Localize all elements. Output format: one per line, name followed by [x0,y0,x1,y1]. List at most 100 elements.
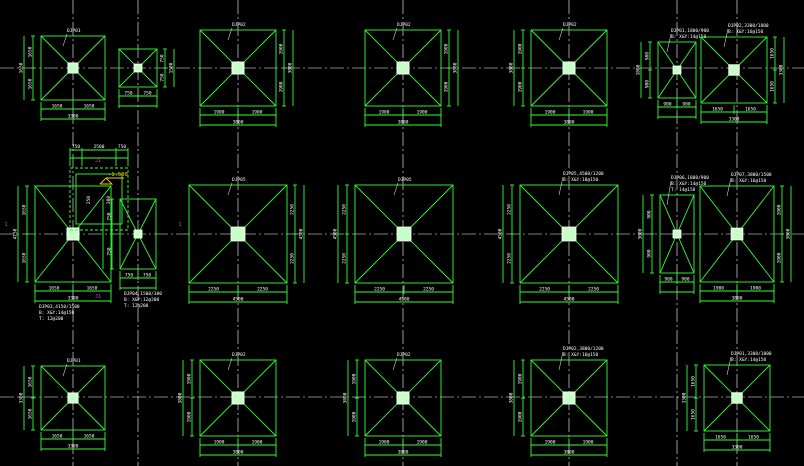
footing-outline [700,36,768,104]
leader-line [227,357,233,371]
dimension-text: 3800 [233,120,244,126]
section-mark: J1 [95,158,101,164]
dimension-text: 900 [647,249,653,257]
dimension-text: 900 [645,80,651,88]
footing-outline [659,194,695,274]
dimension-text: 1900 [518,411,524,422]
dimension-text: 1650 [19,62,25,73]
dimension-text: 750 [118,144,126,150]
dimension-text: 1900 [444,81,450,92]
column-section [133,229,143,239]
footing-note: T: 12@200 [39,316,64,322]
dimension-text: 1900 [187,373,193,384]
dimension-text: 900 [682,102,690,108]
dimension-text: 3800 [786,228,792,239]
footing-note: B: X&Y:14@150 [731,357,767,363]
dimension-text: 4500 [498,228,504,239]
dimension-text: 2250 [374,287,385,293]
column-section [562,391,576,405]
dimension-text: 1500 [169,62,175,73]
dimension-text: 1900 [777,204,783,215]
dimension-text: 3300 [68,444,79,450]
dimension-text: 4500 [333,228,339,239]
leader-line [227,182,233,196]
dimension-text: 1900 [379,110,390,116]
column-section [562,61,576,75]
footing-outline [199,359,277,437]
leader-line [392,27,398,41]
dimension-text: 1650 [28,408,34,419]
dimension-text: 1650 [715,435,726,441]
footing-outline [118,48,158,88]
section-mark: J1 [95,294,101,300]
dimension-text: 900 [663,102,671,108]
dimension-text: 1650 [22,204,28,215]
dimension-text: 1650 [28,46,34,57]
leader-line [666,180,672,206]
dimension-text: 750 [72,144,80,150]
dimension-text: 3800 [453,62,459,73]
column-section [396,226,412,242]
leader-line [558,351,564,371]
dimension-text: 3800 [732,296,743,302]
dimension-text: 4500 [299,228,305,239]
dimension-text: 1900 [252,440,263,446]
dimension-text: 1900 [545,440,556,446]
pit-inner-outline [75,173,123,225]
footing-note: B: X&Y:18@150 [563,177,599,183]
footing-tag: DJP05 [398,177,412,183]
dimension-text: 3300 [68,114,79,120]
dimension-text: 1900 [518,81,524,92]
column-section [731,392,743,404]
dimension-text: 2250 [507,204,513,215]
footing-tag: DJP07,3800/1500 [731,172,772,178]
elevation-text: -1.500 [108,172,128,178]
column-section [728,64,740,76]
dimension-text: 1650 [712,107,723,113]
leader-line [392,357,398,371]
footing-outline [530,29,608,107]
footing-outline [40,35,106,101]
column-section [396,391,410,405]
dimension-text: 1650 [748,435,759,441]
dimension-text: 1900 [444,43,450,54]
column-section [672,229,682,239]
footing-outline [199,29,277,107]
footing-note: DJP04,1500/300 [124,291,162,297]
dimension-text: 3800 [509,392,515,403]
dimension-text: 1650 [28,376,34,387]
dimension-text: 1900 [417,440,428,446]
footing-outline [364,359,442,437]
footing-note: B: X&Y:14@150 [671,181,707,187]
dimension-text: 900 [645,52,651,60]
dimension-text: 2250 [290,253,296,264]
footing-note: B: X&Y:12@200 [124,297,160,303]
leader-line [393,182,399,196]
column-section [396,61,410,75]
footing-note: DJP03,4150/1500 [39,304,80,310]
footing-tag: DJP02,3300/1800 [728,23,769,29]
dimension-text: 2250 [588,287,599,293]
dimension-text: 750 [107,212,113,220]
dimension-text: 1650 [84,104,95,110]
dimension-text: 2250 [342,204,348,215]
dimension-text: 2250 [423,287,434,293]
dimension-text: 1900 [279,81,285,92]
dimension-text: 2250 [507,253,513,264]
footing-outline [354,184,454,284]
footing-tag: DJP01 [67,358,81,364]
dimension-text: 1900 [518,373,524,384]
dimension-text: 3600 [638,228,644,239]
dimension-text: 750 [143,91,151,97]
dimension-text: 2250 [257,287,268,293]
dimension-text: 1650 [22,252,28,263]
